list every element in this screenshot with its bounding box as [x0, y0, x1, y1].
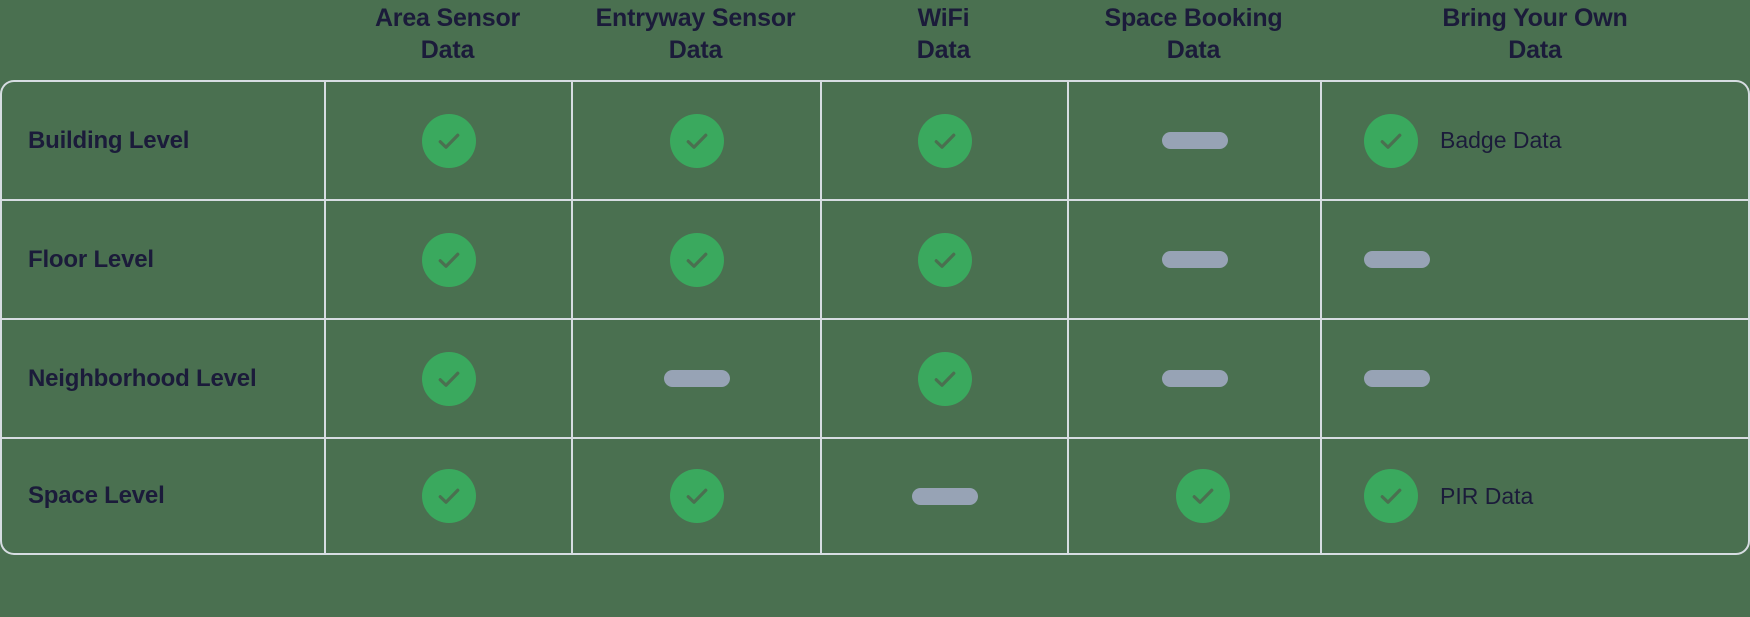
- column-header-3: WiFi Data: [820, 0, 1067, 80]
- dash-icon: [1161, 370, 1228, 387]
- cell-content: [1322, 370, 1748, 387]
- check-icon: [669, 469, 724, 523]
- check-icon: [421, 351, 476, 406]
- row-label: Floor Level: [28, 245, 154, 273]
- table-cell: [1067, 80, 1320, 199]
- row-label: Building Level: [28, 126, 190, 154]
- table-cell: [1067, 199, 1320, 318]
- column-header-label: Entryway Sensor Data: [595, 4, 796, 64]
- dash-icon: [911, 487, 978, 505]
- table-cell: [1067, 318, 1320, 437]
- check-icon: [1364, 469, 1418, 523]
- table-cell: [820, 318, 1067, 437]
- table-cell: [820, 437, 1067, 555]
- dash-icon: [663, 370, 730, 387]
- dash-icon: [1364, 251, 1430, 268]
- cell-content: Badge Data: [1322, 113, 1748, 168]
- table-cell: [324, 318, 571, 437]
- dash-icon: [1161, 132, 1228, 149]
- check-icon: [421, 469, 476, 523]
- column-header-2: Entryway Sensor Data: [571, 0, 820, 80]
- cell-content: [1322, 251, 1748, 268]
- table-cell: [571, 199, 820, 318]
- column-header-label: WiFi Data: [916, 4, 971, 64]
- cell-content: PIR Data: [1322, 469, 1748, 523]
- header-corner-spacer: [0, 0, 324, 80]
- check-icon: [917, 232, 972, 287]
- table-cell: Badge Data: [1320, 80, 1750, 199]
- check-icon: [669, 232, 724, 287]
- row-header-2: Floor Level: [0, 199, 324, 318]
- table-cell: [324, 437, 571, 555]
- row-label: Space Level: [28, 482, 165, 509]
- row-header-3: Neighborhood Level: [0, 318, 324, 437]
- table-cell: [571, 437, 820, 555]
- table-cell: [571, 80, 820, 199]
- check-icon: [421, 113, 476, 168]
- dash-icon: [1364, 370, 1430, 387]
- column-header-1: Area Sensor Data: [324, 0, 571, 80]
- check-icon: [917, 351, 972, 406]
- row-header-1: Building Level: [0, 80, 324, 199]
- column-header-label: Space Booking Data: [1104, 4, 1283, 64]
- row-label: Neighborhood Level: [28, 364, 257, 392]
- table-cell: [1320, 199, 1750, 318]
- table-cell: [324, 199, 571, 318]
- column-header-label: Area Sensor Data: [374, 4, 521, 64]
- check-icon: [669, 113, 724, 168]
- column-header-4: Space Booking Data: [1067, 0, 1320, 80]
- table-cell: [820, 199, 1067, 318]
- check-icon: [1364, 113, 1418, 168]
- cell-label: PIR Data: [1440, 482, 1534, 509]
- row-header-4: Space Level: [0, 437, 324, 555]
- column-header-5: Bring Your Own Data: [1320, 0, 1750, 80]
- table-cell: PIR Data: [1320, 437, 1750, 555]
- check-icon: [1175, 469, 1230, 523]
- table-cell: [571, 318, 820, 437]
- check-icon: [421, 232, 476, 287]
- cell-label: Badge Data: [1440, 127, 1562, 153]
- dash-icon: [1161, 251, 1228, 268]
- check-icon: [917, 113, 972, 168]
- column-header-label: Bring Your Own Data: [1442, 4, 1628, 64]
- table-cell: [1067, 437, 1320, 555]
- table-cell: [820, 80, 1067, 199]
- table-cell: [324, 80, 571, 199]
- table-cell: [1320, 318, 1750, 437]
